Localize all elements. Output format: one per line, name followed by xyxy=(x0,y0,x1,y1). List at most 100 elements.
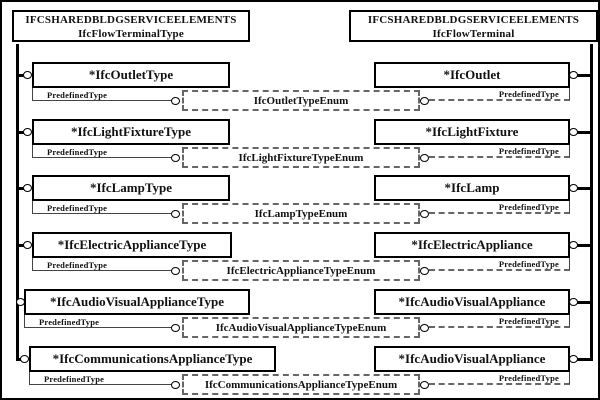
attribute-connector-circle xyxy=(171,381,180,389)
attribute-line-right: PredefinedType xyxy=(429,372,570,385)
attribute-line-left: PredefinedType xyxy=(32,88,173,101)
attribute-connector-circle xyxy=(420,381,429,389)
enum-box: IfcLightFixtureTypeEnum xyxy=(182,147,420,168)
entity-box: *IfcLamp xyxy=(374,175,570,201)
enum-box: IfcCommunicationsApplianceTypeEnum xyxy=(182,374,420,395)
entity-label: *IfcAudioVisualAppliance xyxy=(398,351,546,366)
enum-box: IfcElectricApplianceTypeEnum xyxy=(182,260,420,281)
entity-box: *IfcCommunicationsApplianceType xyxy=(29,346,276,372)
entity-box: *IfcAudioVisualAppliance xyxy=(374,346,570,372)
attribute-line-right: PredefinedType xyxy=(429,88,570,101)
enum-label: IfcOutletTypeEnum xyxy=(253,94,349,107)
entity-box: *IfcElectricAppliance xyxy=(374,232,570,258)
supertype-line xyxy=(577,301,591,304)
enum-box: IfcOutletTypeEnum xyxy=(182,90,420,111)
supertype-line xyxy=(577,244,591,247)
schema-name: IFCSHAREDBLDGSERVICEELEMENTS xyxy=(25,14,237,26)
subtype-connector-circle xyxy=(23,184,32,192)
supertype-line xyxy=(577,358,591,361)
entity-label: *IfcAudioVisualAppliance xyxy=(398,294,546,309)
entity-box: *IfcOutletType xyxy=(32,62,230,88)
enum-box: IfcAudioVisualApplianceTypeEnum xyxy=(182,317,420,338)
attribute-label: PredefinedType xyxy=(47,260,108,270)
schema-header-right: IFCSHAREDBLDGSERVICEELEMENTS IfcFlowTerm… xyxy=(349,10,598,42)
schema-name: IFCSHAREDBLDGSERVICEELEMENTS xyxy=(367,14,580,26)
subtype-connector-circle xyxy=(569,71,578,79)
attribute-connector-circle xyxy=(171,324,180,332)
supertype-line xyxy=(577,187,591,190)
attribute-line-left: PredefinedType xyxy=(24,315,173,328)
attribute-label: PredefinedType xyxy=(498,202,559,212)
attribute-label: PredefinedType xyxy=(498,146,559,156)
supertype-line xyxy=(577,131,591,134)
schema-header-left: IFCSHAREDBLDGSERVICEELEMENTS IfcFlowTerm… xyxy=(12,10,250,42)
attribute-line-left: PredefinedType xyxy=(32,145,173,158)
enum-label: IfcLightFixtureTypeEnum xyxy=(238,151,364,164)
attribute-connector-circle xyxy=(171,154,180,162)
attribute-line-right: PredefinedType xyxy=(429,201,570,214)
inheritance-rail-right xyxy=(590,44,593,361)
subtype-connector-circle xyxy=(569,241,578,249)
supertype-line xyxy=(17,74,25,77)
entity-box: *IfcOutlet xyxy=(374,62,570,88)
attribute-label: PredefinedType xyxy=(47,203,108,213)
entity-label: *IfcLampType xyxy=(89,180,173,195)
attribute-line-left: PredefinedType xyxy=(32,201,173,214)
attribute-line-right: PredefinedType xyxy=(429,145,570,158)
entity-label: *IfcCommunicationsApplianceType xyxy=(52,351,253,366)
attribute-line-right: PredefinedType xyxy=(429,315,570,328)
supertype-line xyxy=(577,74,591,77)
enum-label: IfcCommunicationsApplianceTypeEnum xyxy=(204,378,398,391)
entity-label: *IfcAudioVisualApplianceType xyxy=(49,294,225,309)
attribute-label: PredefinedType xyxy=(498,89,559,99)
entity-box: *IfcAudioVisualApplianceType xyxy=(24,289,250,315)
attribute-connector-circle xyxy=(420,267,429,275)
supertype-line xyxy=(17,358,22,361)
entity-box: *IfcAudioVisualAppliance xyxy=(374,289,570,315)
entity-label: *IfcLamp xyxy=(444,180,500,195)
entity-label: *IfcLightFixtureType xyxy=(70,124,192,139)
subtype-connector-circle xyxy=(23,128,32,136)
subtype-connector-circle xyxy=(23,241,32,249)
entity-label: *IfcLightFixture xyxy=(425,124,519,139)
entity-type-name: IfcFlowTerminal xyxy=(432,28,515,40)
attribute-line-left: PredefinedType xyxy=(32,258,173,271)
entity-box: *IfcElectricApplianceType xyxy=(32,232,232,258)
subtype-connector-circle xyxy=(569,184,578,192)
enum-label: IfcLampTypeEnum xyxy=(254,207,348,220)
attribute-connector-circle xyxy=(420,97,429,105)
inheritance-rail-left xyxy=(16,44,19,361)
attribute-label: PredefinedType xyxy=(47,90,108,100)
attribute-label: PredefinedType xyxy=(39,317,100,327)
enum-box: IfcLampTypeEnum xyxy=(182,203,420,224)
enum-label: IfcElectricApplianceTypeEnum xyxy=(226,264,376,277)
supertype-line xyxy=(17,244,25,247)
supertype-line xyxy=(17,131,25,134)
entity-type-name: IfcFlowTerminalType xyxy=(78,28,184,40)
entity-label: *IfcElectricAppliance xyxy=(411,237,533,252)
subtype-connector-circle xyxy=(569,298,578,306)
attribute-connector-circle xyxy=(171,267,180,275)
attribute-connector-circle xyxy=(171,210,180,218)
enum-label: IfcAudioVisualApplianceTypeEnum xyxy=(215,321,387,334)
entity-box: *IfcLampType xyxy=(32,175,230,201)
supertype-line xyxy=(17,187,25,190)
attribute-connector-circle xyxy=(420,324,429,332)
subtype-connector-circle xyxy=(20,355,29,363)
subtype-connector-circle xyxy=(16,298,25,306)
entity-label: *IfcElectricApplianceType xyxy=(57,237,207,252)
entity-box: *IfcLightFixtureType xyxy=(32,119,230,145)
entity-label: *IfcOutlet xyxy=(443,67,501,82)
subtype-connector-circle xyxy=(569,128,578,136)
entity-label: *IfcOutletType xyxy=(88,67,174,82)
attribute-line-left: PredefinedType xyxy=(29,372,173,385)
attribute-label: PredefinedType xyxy=(44,374,105,384)
attribute-line-right: PredefinedType xyxy=(429,258,570,271)
attribute-connector-circle xyxy=(171,97,180,105)
attribute-label: PredefinedType xyxy=(498,316,559,326)
attribute-label: PredefinedType xyxy=(498,373,559,383)
subtype-connector-circle xyxy=(569,355,578,363)
attribute-label: PredefinedType xyxy=(498,259,559,269)
attribute-connector-circle xyxy=(420,210,429,218)
